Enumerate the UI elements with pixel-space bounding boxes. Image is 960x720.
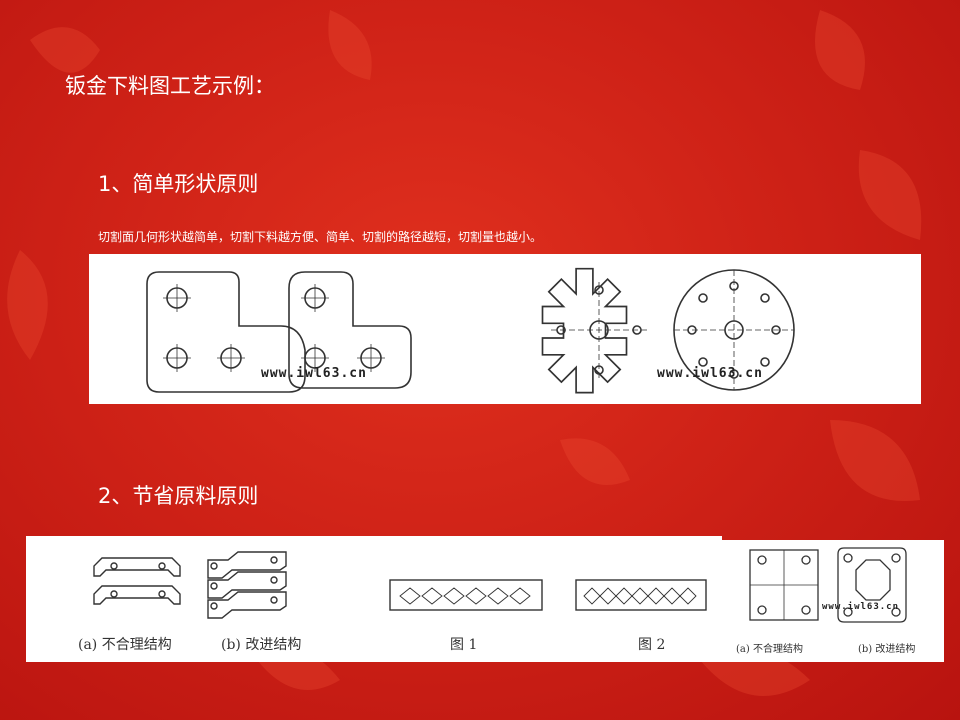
caption-a2: (a) 不合理结构 xyxy=(736,644,803,655)
section1-description: 切割面几何形状越简单，切割下料越方便、简单、切割的路径越短，切割量也越小。 xyxy=(98,230,543,244)
caption-a: (a) 不合理结构 xyxy=(78,637,172,653)
section2-figure-right: www.iwl63.cn (a) 不合理结构 (b) 改进结构 xyxy=(722,540,944,662)
material-saving-drawing xyxy=(93,551,707,619)
caption-fig1: 图 1 xyxy=(450,637,478,653)
section2-heading: 2、节省原料原则 xyxy=(98,484,259,508)
slide-title: 钣金下料图工艺示例： xyxy=(65,74,275,98)
plate-layout-drawing xyxy=(749,547,907,623)
section2-figure: (a) 不合理结构 (b) 改进结构 图 1 图 2 xyxy=(26,536,722,662)
caption-fig2: 图 2 xyxy=(638,637,666,653)
section1-figure: www.iwl63.cn www.iwl63.cn xyxy=(89,254,921,404)
caption-b2: (b) 改进结构 xyxy=(858,644,916,655)
watermark-small: www.iwl63.cn xyxy=(822,602,900,612)
caption-b: (b) 改进结构 xyxy=(221,637,302,653)
watermark-left: www.iwl63.cn xyxy=(261,366,367,381)
watermark-right: www.iwl63.cn xyxy=(657,366,763,381)
section1-heading: 1、简单形状原则 xyxy=(98,172,259,196)
sheet-metal-shapes-drawing xyxy=(146,267,795,394)
